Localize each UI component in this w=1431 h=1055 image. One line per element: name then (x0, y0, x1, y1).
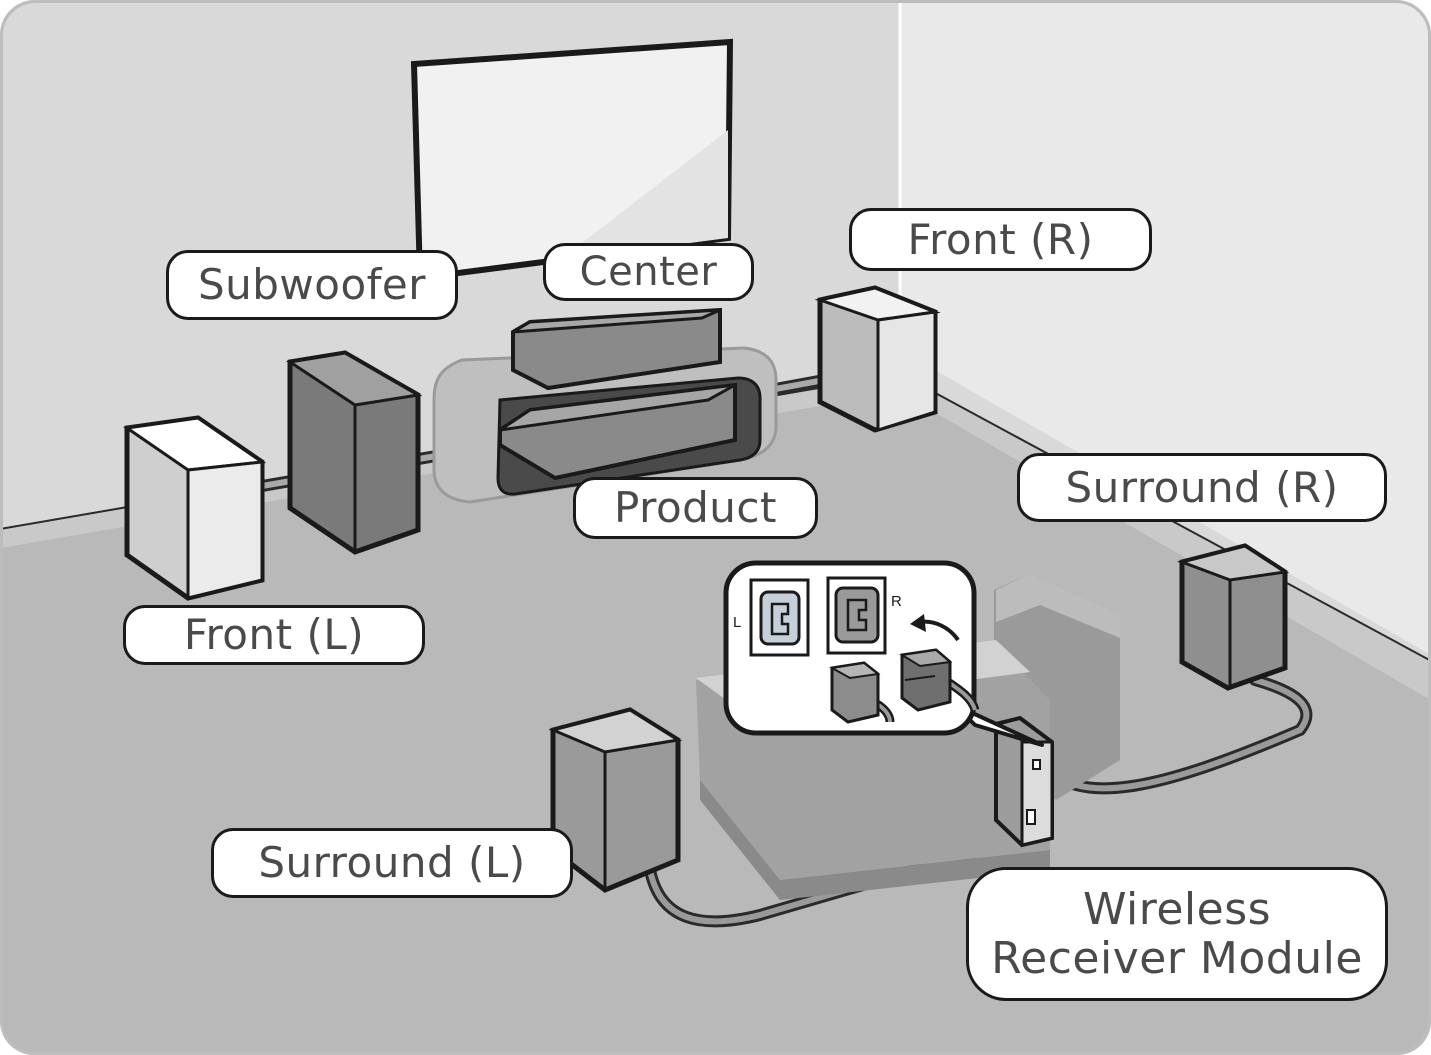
wireless-receiver-label-line1: Wireless (1082, 883, 1272, 935)
product-label-text: Product (614, 483, 777, 533)
subwoofer-label: Subwoofer (166, 250, 458, 320)
surround-right-label: Surround (R) (1017, 453, 1387, 522)
product-label: Product (573, 477, 818, 539)
front-right-label-text: Front (R) (907, 214, 1094, 264)
surround-right-label-text: Surround (R) (1065, 462, 1339, 512)
plug-arrow-icon (910, 614, 960, 642)
left-jack-label: L (733, 614, 741, 631)
connector-inset: L R (723, 560, 1044, 747)
front-left-label: Front (L) (123, 605, 425, 665)
surround-left-speaker (548, 707, 683, 893)
front-left-label-text: Front (L) (183, 610, 365, 660)
left-jack-icon (749, 578, 810, 657)
tv-screen (410, 38, 734, 282)
subwoofer-speaker (285, 350, 423, 555)
center-label: Center (543, 243, 754, 301)
wireless-receiver-module (994, 715, 1054, 848)
speaker-plugs-icon (828, 648, 980, 724)
wireless-receiver-label: Wireless Receiver Module (966, 867, 1388, 1001)
front-left-speaker (122, 415, 267, 601)
subwoofer-label-text: Subwoofer (197, 260, 427, 310)
front-right-label: Front (R) (849, 208, 1152, 271)
wireless-receiver-label-line2: Receiver Module (991, 933, 1363, 984)
surround-left-label: Surround (L) (211, 828, 573, 898)
right-jack-label: R (891, 593, 902, 610)
center-speaker (511, 307, 722, 391)
right-jack-icon (826, 576, 887, 655)
surround-left-label-text: Surround (L) (258, 838, 526, 888)
product-soundbar (498, 382, 737, 481)
surround-right-speaker (1176, 543, 1290, 691)
front-right-speaker (814, 285, 941, 433)
center-label-text: Center (579, 248, 718, 295)
